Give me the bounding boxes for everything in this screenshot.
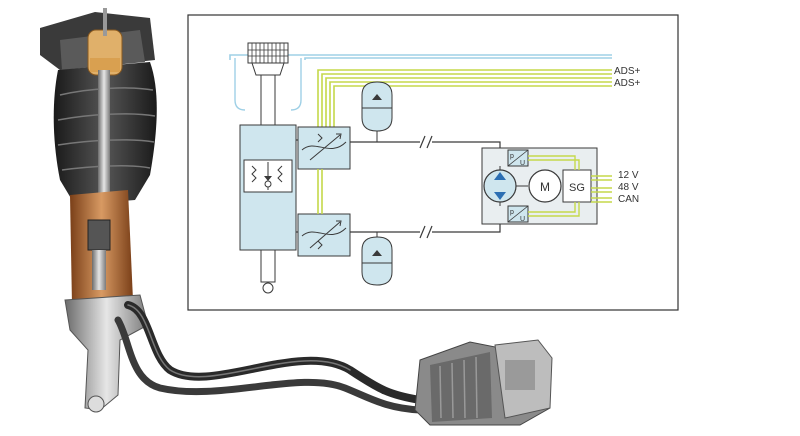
label-48v: 48 V — [618, 182, 639, 193]
line-break-marks — [419, 135, 433, 239]
signal-lines-ads — [317, 69, 612, 128]
pu-top-p: p — [510, 153, 514, 160]
pump-arrow-down — [494, 192, 506, 200]
upper-proportional-valve — [297, 126, 351, 170]
pump-connector — [505, 360, 535, 390]
pump-unit — [414, 339, 553, 426]
pump-arrow-up — [494, 172, 506, 180]
controller-box — [562, 169, 592, 203]
label-ads-plus-2: ADS+ — [614, 78, 641, 89]
piston-rod-schematic — [260, 74, 276, 126]
upper-accumulator — [361, 81, 393, 142]
lower-accumulator — [361, 232, 393, 286]
label-can: CAN — [618, 194, 639, 205]
hose-upper-highlight — [127, 304, 351, 378]
pu-bot-u: U — [520, 216, 525, 223]
strut-illustration — [40, 8, 157, 413]
controller-label: SG — [569, 182, 585, 194]
check-arrow — [264, 176, 272, 181]
top-mount-cone — [251, 62, 285, 76]
piston-rod — [98, 70, 110, 200]
pump-signal-lines — [528, 155, 612, 217]
pu-bot-p: p — [510, 209, 514, 216]
check-ball — [264, 180, 272, 188]
lower-eye-schematic — [262, 282, 274, 294]
mount-eye — [87, 395, 105, 413]
label-ads-plus-1: ADS+ — [614, 66, 641, 77]
top-mount-grid — [248, 43, 288, 63]
damper-valve — [87, 219, 111, 251]
hydraulic-lines-to-pump — [350, 141, 501, 233]
pu-top-u: U — [520, 160, 525, 167]
rod-tip — [103, 8, 107, 36]
motor-label: M — [540, 180, 550, 194]
piston-springs — [251, 165, 283, 183]
hydraulic-hoses — [114, 301, 424, 414]
schematic-panel: ADS+ ADS+ — [187, 14, 679, 311]
valve-signal-link — [317, 169, 323, 214]
air-spring-outline — [234, 58, 302, 111]
pump-fin-lines — [439, 356, 478, 419]
label-12v: 12 V — [618, 170, 639, 181]
hose-lower — [114, 316, 424, 414]
inner-rod — [92, 250, 106, 290]
lower-bracket — [64, 294, 149, 411]
motor-symbol — [528, 169, 562, 203]
lower-rod-schematic — [260, 249, 276, 283]
damper-cylinder-schematic — [234, 42, 302, 294]
signal-lines-blue — [229, 54, 612, 60]
lower-proportional-valve — [297, 213, 351, 257]
bump-stop-base — [90, 58, 120, 72]
